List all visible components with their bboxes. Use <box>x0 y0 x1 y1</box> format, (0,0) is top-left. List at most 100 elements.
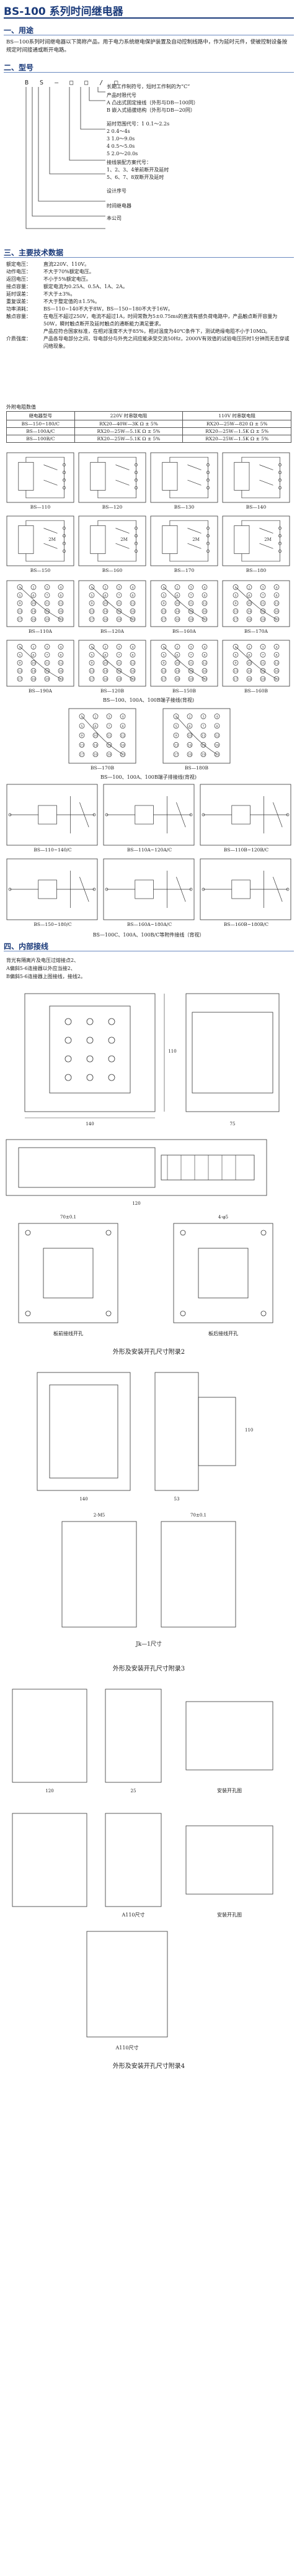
svg-text:7: 7 <box>118 594 120 597</box>
section-rule <box>4 72 294 73</box>
svg-text:15: 15 <box>107 743 111 747</box>
svg-text:10: 10 <box>94 734 97 738</box>
svg-text:14: 14 <box>175 610 179 614</box>
spec-key <box>6 328 43 335</box>
svg-text:20: 20 <box>215 753 219 757</box>
svg-text:13: 13 <box>174 743 178 747</box>
table-header: 220V 时串联电阻 <box>74 411 184 420</box>
spec-key: 动作电压： <box>6 269 31 274</box>
spec-row: 返回电压：不小于5%额定电压。 <box>6 276 291 283</box>
relay-c-side <box>105 1689 162 1783</box>
relay-b-plug <box>198 1397 236 1466</box>
mount-hole <box>260 1230 267 1236</box>
svg-text:3: 3 <box>202 715 204 719</box>
svg-text:1: 1 <box>91 586 92 589</box>
svg-text:10: 10 <box>175 602 179 605</box>
wiring-note-line: A偏斜5-6连接器以外应当接2、 <box>6 966 76 971</box>
svg-text:2: 2 <box>188 715 190 719</box>
section-specs-heading: 三、主要技术数据 <box>4 248 64 257</box>
svg-text:6: 6 <box>248 594 250 597</box>
wiring-note: 背光有隔离片及电压过熔接点2、A偏斜5-6连接器以外应当接2、B偏斜5-6连接器… <box>6 956 291 981</box>
drawing-caption: 外形及安装开孔尺寸附录3 <box>113 1664 185 1672</box>
svg-text:14: 14 <box>175 669 179 673</box>
svg-text:20: 20 <box>131 618 135 622</box>
svg-text:2: 2 <box>94 715 96 719</box>
svg-text:19: 19 <box>202 753 205 757</box>
table-cell: RX20—25W—1.5K Ω ± 5% <box>182 427 291 435</box>
svg-text:6: 6 <box>176 594 178 597</box>
svg-text:18: 18 <box>247 618 251 622</box>
diagram-row-caption: BS—100、100A、100B端子排接线(背视) <box>100 774 197 780</box>
spec-key: 重复误差： <box>6 299 31 304</box>
table-cell: RX20—25W—5.1K Ω ± 5% <box>74 435 184 443</box>
wiring-diagram <box>200 784 291 846</box>
spec-key: 功率消耗： <box>6 306 31 312</box>
svg-text:5: 5 <box>162 653 164 657</box>
svg-text:20: 20 <box>131 678 135 681</box>
table-cell: BS—150~180/C <box>6 420 75 428</box>
svg-text:19: 19 <box>117 678 121 681</box>
svg-text:4: 4 <box>122 715 123 719</box>
model-item: 5 2.0～20.0s <box>107 151 138 156</box>
svg-text:16: 16 <box>131 610 135 614</box>
svg-text:11: 11 <box>261 661 265 665</box>
dimension-label: 75 <box>230 1122 236 1127</box>
svg-text:17: 17 <box>18 618 22 622</box>
svg-text:19: 19 <box>189 618 193 622</box>
svg-text:5: 5 <box>91 653 92 657</box>
svg-text:9: 9 <box>81 734 82 738</box>
terminal-screw <box>108 1055 115 1063</box>
svg-text:14: 14 <box>188 743 192 747</box>
svg-text:11: 11 <box>189 661 193 665</box>
relay-front-view <box>24 993 156 1112</box>
svg-text:9: 9 <box>162 602 164 605</box>
svg-text:2: 2 <box>104 645 106 649</box>
svg-text:7: 7 <box>202 725 204 728</box>
svg-text:18: 18 <box>94 753 97 757</box>
svg-text:18: 18 <box>104 618 107 622</box>
svg-text:15: 15 <box>202 743 205 747</box>
mount-hole <box>25 1230 31 1236</box>
dimension-label: 2-M5 <box>94 1513 105 1518</box>
svg-text:8: 8 <box>122 725 123 728</box>
wiring-diagram <box>6 858 98 920</box>
title-rule <box>4 17 294 19</box>
svg-text:1: 1 <box>81 715 82 719</box>
svg-text:15: 15 <box>189 669 193 673</box>
svg-text:8: 8 <box>275 653 277 657</box>
svg-text:14: 14 <box>32 610 35 614</box>
svg-text:10: 10 <box>32 661 35 665</box>
svg-text:19: 19 <box>261 618 265 622</box>
wiring-diagram: 2M <box>222 515 290 566</box>
svg-text:10: 10 <box>175 661 179 665</box>
dimension-label: 120 <box>45 1789 53 1794</box>
svg-text:7: 7 <box>190 594 192 597</box>
svg-text:5: 5 <box>19 594 20 597</box>
spec-row: 触点容量：在电压不超过250V，电流不超过1A，时间常数为5±0.75ms的直流… <box>6 313 291 328</box>
terminal-screw <box>86 1036 94 1044</box>
svg-text:16: 16 <box>215 743 219 747</box>
drawing-caption: 外形及安装开孔尺寸附录4 <box>113 2062 185 2070</box>
section-wiring-heading: 四、内部接线 <box>4 942 49 951</box>
model-code: B S — □ □ / □ <box>25 79 122 86</box>
svg-text:19: 19 <box>189 678 193 681</box>
svg-text:14: 14 <box>247 669 251 673</box>
svg-text:13: 13 <box>90 669 94 673</box>
dimension-drawings: 1401107512070±0.1板前接线开孔4-φ5板后接线开孔外形及安装开孔… <box>6 993 280 2070</box>
model-item: A 凸出式固定接线（外形与DB—100同） <box>107 100 198 106</box>
wiring-diagram <box>150 452 218 503</box>
svg-text:8: 8 <box>60 653 61 657</box>
svg-text:6: 6 <box>176 653 178 657</box>
table-caption: 外附电阻数值 <box>6 404 36 410</box>
table-cell: RX20—25W—1.5K Ω ± 5% <box>182 435 291 443</box>
svg-text:11: 11 <box>202 734 205 738</box>
svg-text:18: 18 <box>175 678 179 681</box>
svg-text:11: 11 <box>189 602 193 605</box>
spec-key: 接点容量： <box>6 284 31 289</box>
svg-text:17: 17 <box>234 678 237 681</box>
svg-text:6: 6 <box>94 725 96 728</box>
svg-text:17: 17 <box>162 618 166 622</box>
